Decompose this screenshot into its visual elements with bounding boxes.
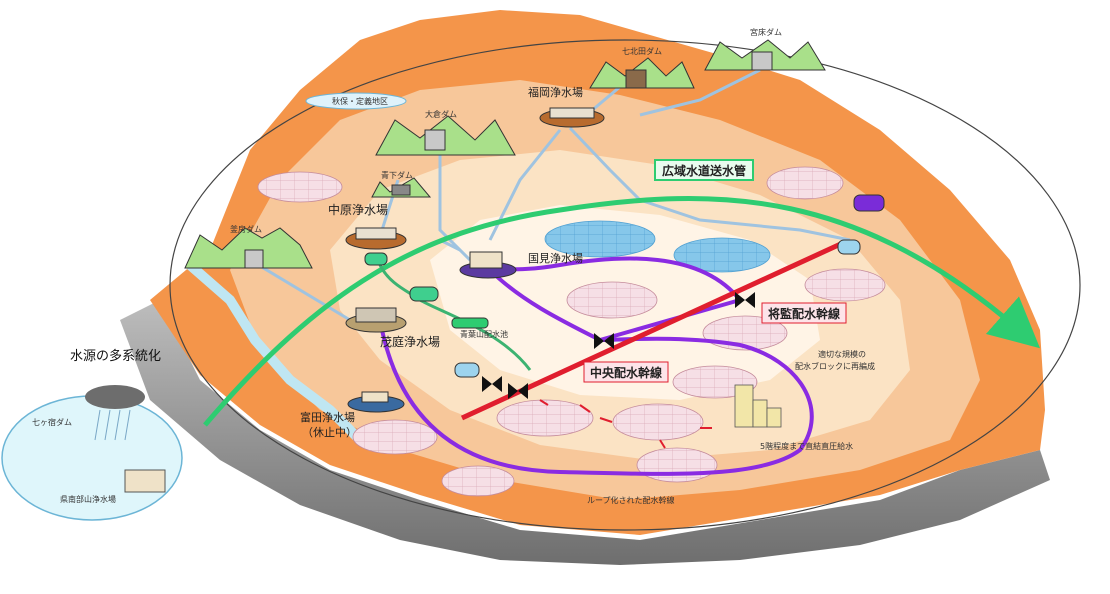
shichigasyuku-dam-label: 七ヶ宿ダム [32,417,72,427]
tank-icon [853,194,885,212]
chuo-main-label: 中央配水幹線 [590,365,662,380]
redivision-label-2: 配水ブロックに再編成 [795,361,875,371]
cloud-icon [85,385,145,409]
tank-icon [364,252,388,266]
green-branch [378,264,532,371]
valve-icon [735,292,755,308]
city-boundary-ellipse [169,39,1081,531]
small-label-bubble [305,92,407,110]
wide-pipe-label: 広域水道送水管 [662,163,746,178]
aoge-dam-label: 青下ダム [381,170,413,180]
tank-icon [837,239,861,255]
aoba-tank-icon [451,317,489,329]
wide-pipe-line [203,196,1041,427]
aoba-reservoir-label: 青葉山配水池 [460,329,508,339]
small-label: 秋保・定義地区 [332,96,388,106]
loop-main-label: ループ化された配水幹線 [587,495,675,505]
multi-source-inset [1,385,183,521]
fukuoka-plant-label: 福岡浄水場 [528,85,583,99]
ookura-dam-label: 大倉ダム [425,109,457,119]
valves [482,292,755,399]
miyatoko-dam-label: 宮床ダム [750,27,782,37]
tomita-status-label: （休止中） [302,426,357,439]
tank-icon [409,286,439,302]
tank-icon [454,362,480,378]
valve-icon [482,376,502,392]
kamafusa-dam-label: 釜房ダム [230,224,262,234]
terrain-cliff [120,300,1050,565]
nakahara-plant-label: 中原浄水場 [328,202,388,217]
mountain-kamafusa [184,227,313,269]
building-icon [752,399,768,428]
shichikita-dam-label: 七北田ダム [622,46,662,56]
wide-pipe-tag [654,159,754,181]
valve-icon [594,333,614,349]
multi-source-label: 水源の多系統化 [70,348,161,364]
building-icon [734,384,754,428]
valve-icon [508,383,528,399]
block-connectors [539,399,712,449]
river [186,261,364,444]
redivision-label-1: 適切な規模の [818,349,866,359]
mochinoniwa-plant-label: 茂庭浄水場 [380,334,440,349]
kunimi-plant-label: 国見浄水場 [528,251,583,265]
kenminami-plant-label: 県南部山浄水場 [60,494,116,504]
direct-supply-label: 5階程度まで直結直圧給水 [760,441,853,451]
shogen-main-tag [761,302,847,324]
tanks [364,194,885,378]
kenminami-plant-icon [124,469,166,493]
chuo-main-tag [583,361,669,383]
plants [345,107,605,413]
labels: 広域水道送水管 将監配水幹線 中央配水幹線 福岡浄水場 中原浄水場 国見浄水場 … [32,27,875,505]
building-icon [766,407,782,428]
shogen-main-label: 将監配水幹線 [768,306,840,321]
buildings [734,384,782,428]
water-blocks [544,220,771,273]
tomita-plant-label: 富田浄水場 [300,410,355,424]
